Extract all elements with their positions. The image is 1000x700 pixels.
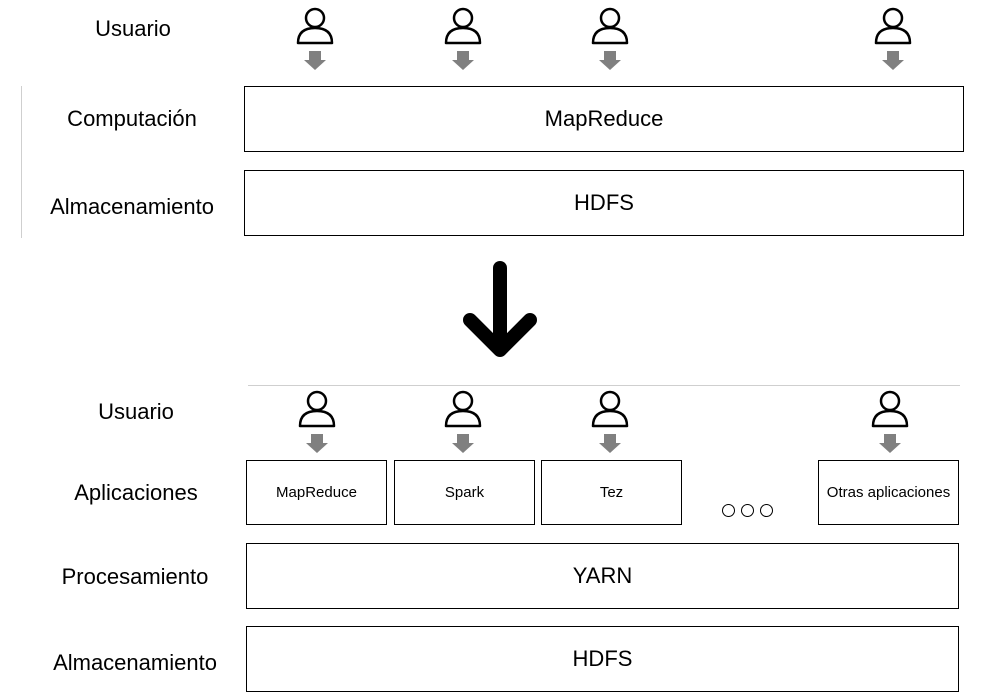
- arrow-down-icon: [304, 51, 326, 70]
- user-icon: [591, 390, 629, 453]
- app-box-otras-aplicaciones: Otras aplicaciones: [818, 460, 959, 525]
- user-icon: [871, 390, 909, 453]
- mapreduce-box: MapReduce: [244, 86, 964, 152]
- hdfs-box-bottom: HDFS: [246, 626, 959, 692]
- app-box-tez: Tez: [541, 460, 682, 525]
- left-divider: [21, 86, 22, 238]
- app-box-spark: Spark: [394, 460, 535, 525]
- row-label-aplicaciones: Aplicaciones: [74, 480, 198, 505]
- arrow-down-icon: [882, 51, 904, 70]
- hdfs-box-top: HDFS: [244, 170, 964, 236]
- arrow-down-icon: [879, 434, 901, 453]
- yarn-box: YARN: [246, 543, 959, 609]
- user-icon: [591, 7, 629, 70]
- row-label-usuario: Usuario: [98, 399, 174, 424]
- arrow-down-icon: [599, 434, 621, 453]
- user-icon: [298, 390, 336, 453]
- user-icon: [874, 7, 912, 70]
- user-icon: [444, 7, 482, 70]
- row-label-almacenamiento: Almacenamiento: [50, 194, 214, 219]
- app-box-mapreduce: MapReduce: [246, 460, 387, 525]
- ellipsis-circles-icon: [722, 504, 773, 517]
- arrow-down-icon: [452, 51, 474, 70]
- user-icon: [444, 390, 482, 453]
- row-label-almacenamiento: Almacenamiento: [53, 650, 217, 675]
- arrow-down-icon: [452, 434, 474, 453]
- big-arrow-down-icon: [463, 261, 537, 357]
- row-label-procesamiento: Procesamiento: [61, 564, 209, 589]
- row-label-usuario: Usuario: [95, 16, 171, 41]
- arrow-down-icon: [599, 51, 621, 70]
- row-label-computacion: Computación: [67, 106, 197, 131]
- ellipsis-dot: [741, 504, 754, 517]
- section-divider: [248, 385, 960, 386]
- arrow-down-icon: [306, 434, 328, 453]
- ellipsis-dot: [760, 504, 773, 517]
- ellipsis-dot: [722, 504, 735, 517]
- user-icon: [296, 7, 334, 70]
